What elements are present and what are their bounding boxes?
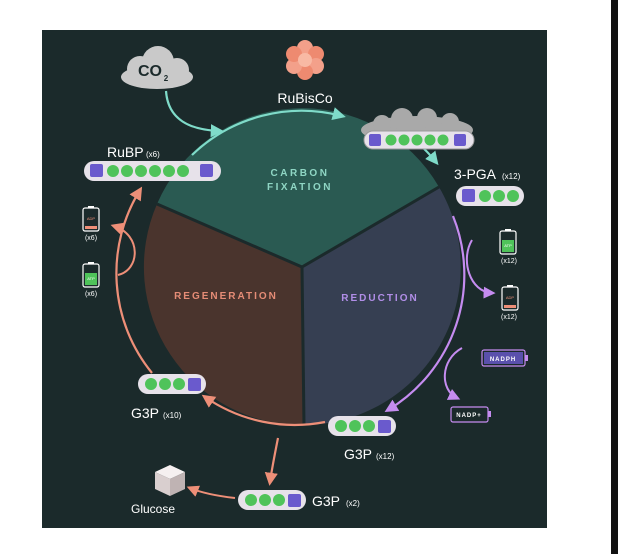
atp-battery-icon-reduction — [499, 229, 517, 255]
regeneration-sector — [143, 204, 304, 426]
co2-subscript: 2 — [164, 74, 169, 83]
calvin-cycle-diagram: CARBON FIXATION REGENERATION REDUCTION C… — [42, 30, 547, 528]
carbon-fixation-label-line1: CARBON — [271, 168, 330, 179]
g3p-x12-molecule — [328, 416, 396, 436]
nadp-label: NADP+ — [456, 413, 482, 419]
adp-battery-icon-reduction — [501, 285, 519, 311]
co2-label: CO — [138, 63, 162, 80]
rubp-multiplier: (x6) — [146, 150, 160, 159]
g3p-x2-multiplier: (x2) — [346, 499, 360, 508]
g3p-x2-label: G3P — [312, 493, 340, 509]
adp-multiplier-reduction: (x12) — [501, 314, 517, 321]
atp-text-regeneration: ATP — [87, 276, 95, 281]
atp-battery-icon-regeneration — [82, 262, 100, 288]
adp-multiplier-regeneration: (x6) — [85, 235, 97, 242]
reduction-sector — [302, 187, 461, 425]
g3p-x12-multiplier: (x12) — [376, 452, 395, 461]
nadph-label: NADPH — [490, 357, 516, 363]
reduction-label: REDUCTION — [341, 293, 418, 304]
atp-multiplier-reduction: (x12) — [501, 258, 517, 265]
regeneration-label: REGENERATION — [174, 291, 278, 302]
glucose-label: Glucose — [131, 502, 175, 516]
g3p-x2-molecule — [238, 490, 306, 510]
3pga-label: 3-PGA — [454, 166, 497, 182]
nadp-battery-icon — [450, 406, 491, 423]
g3p-x10-label: G3P — [131, 405, 159, 421]
3pga-molecule — [456, 186, 524, 206]
adp-battery-icon-regeneration — [82, 206, 100, 232]
adp-text-reduction: ADP — [506, 295, 515, 300]
g3p-x10-multiplier: (x10) — [163, 411, 182, 420]
rubp-label: RuBP — [107, 144, 144, 160]
rubp-molecule — [84, 161, 221, 181]
glucose-cube-icon — [155, 465, 185, 496]
g3p-x10-molecule — [138, 374, 206, 394]
rubisco-co2-complex — [361, 108, 475, 150]
rubisco-label: RuBisCo — [277, 90, 332, 106]
rubisco-enzyme-icon — [286, 40, 324, 80]
3pga-multiplier: (x12) — [502, 172, 521, 181]
co2-cloud-icon — [121, 46, 193, 89]
carbon-fixation-label-line2: FIXATION — [267, 182, 333, 193]
g3p-x12-label: G3P — [344, 446, 372, 462]
adp-text-regeneration: ADP — [87, 216, 96, 221]
window-edge-bar — [611, 0, 618, 554]
atp-text-reduction: ATP — [504, 243, 512, 248]
nadph-battery-icon — [481, 349, 528, 367]
atp-multiplier-regeneration: (x6) — [85, 291, 97, 298]
